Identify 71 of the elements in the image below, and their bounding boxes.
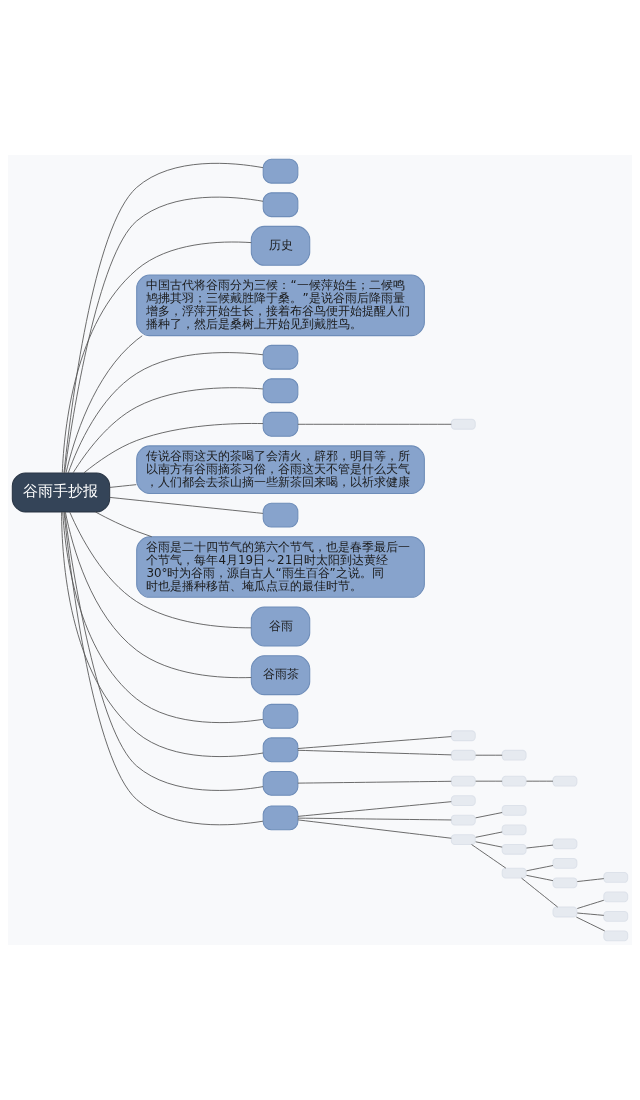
node-box [603, 930, 629, 942]
node-box: 历史 [250, 225, 311, 266]
connector [475, 754, 503, 756]
connector [297, 749, 452, 756]
connector [526, 844, 554, 849]
node-box: 谷雨是二十四节气的第六个节气，也是春季最后一个节气，每年4月19日～21日时太阳到达黄经30°时为谷雨，源自古人“雨生百谷”之说。同时也是播种移苗、埯瓜点豆的最佳时节。 [136, 536, 425, 598]
connector [471, 844, 507, 869]
node-box [450, 775, 476, 787]
node-box [450, 730, 476, 742]
node-box [501, 804, 527, 816]
connector [61, 241, 252, 474]
connector [297, 736, 452, 749]
node-box: 谷雨 [250, 606, 311, 647]
connector [575, 916, 606, 932]
connector [475, 812, 503, 819]
node-box [262, 502, 299, 528]
connector [109, 496, 264, 514]
node-box [552, 838, 578, 850]
node-box [262, 411, 299, 437]
node-box [262, 805, 299, 831]
node-box [501, 775, 527, 787]
connector [475, 780, 503, 782]
connector [297, 801, 452, 817]
connector [83, 423, 264, 474]
connector [297, 817, 452, 821]
node-box: 谷雨手抄报 [11, 472, 111, 513]
node-box [552, 877, 578, 889]
connector [109, 484, 137, 488]
connector [576, 878, 605, 882]
node-box [501, 867, 527, 879]
node-box [262, 737, 299, 763]
node-box [450, 418, 476, 430]
connector [72, 387, 264, 474]
node-box [262, 378, 299, 404]
node-box [501, 843, 527, 855]
connector [526, 865, 554, 872]
connector [576, 899, 605, 909]
connector [297, 780, 452, 784]
node-box [450, 814, 476, 826]
node-box: 中国古代将谷雨分为三候：“一候萍始生；二候鸣鸠拂其羽；三候戴胜降于桑。”是说谷雨后降雨量增多，浮萍开始生长，接着布谷鸟便开始提醒人们播种了，然后是桑树上开始见到戴胜鸟。 [136, 274, 425, 337]
connector [69, 511, 252, 629]
node-box [450, 834, 476, 845]
connector [65, 335, 143, 474]
connector [297, 423, 452, 425]
connector [526, 780, 554, 782]
connector [95, 511, 153, 538]
node-box [262, 770, 299, 796]
connector [521, 877, 559, 908]
connector [475, 841, 503, 848]
connector [475, 831, 503, 838]
node-box: 谷雨茶 [250, 655, 311, 696]
node-box [262, 703, 299, 729]
node-box [603, 872, 629, 883]
node-box [262, 192, 299, 218]
node-box [603, 891, 629, 903]
node-box [552, 775, 578, 787]
node-box [552, 857, 578, 869]
connector [67, 352, 264, 474]
node-box [603, 910, 629, 922]
node-box [262, 158, 299, 184]
connector [576, 912, 605, 916]
connector [526, 874, 554, 882]
connector [64, 511, 252, 679]
node-box [262, 344, 299, 370]
node-box [501, 824, 527, 836]
node-box [501, 749, 527, 761]
node-box: 传说谷雨这天的茶喝了会清火，辟邪，明目等，所以南方有谷雨摘茶习俗，谷雨这天不管是什么天气，人们都会去茶山摘一些新茶回来喝，以祈求健康 [136, 445, 425, 495]
connector [297, 819, 452, 839]
node-box [450, 749, 476, 761]
node-box [450, 795, 476, 807]
node-box [552, 906, 578, 918]
